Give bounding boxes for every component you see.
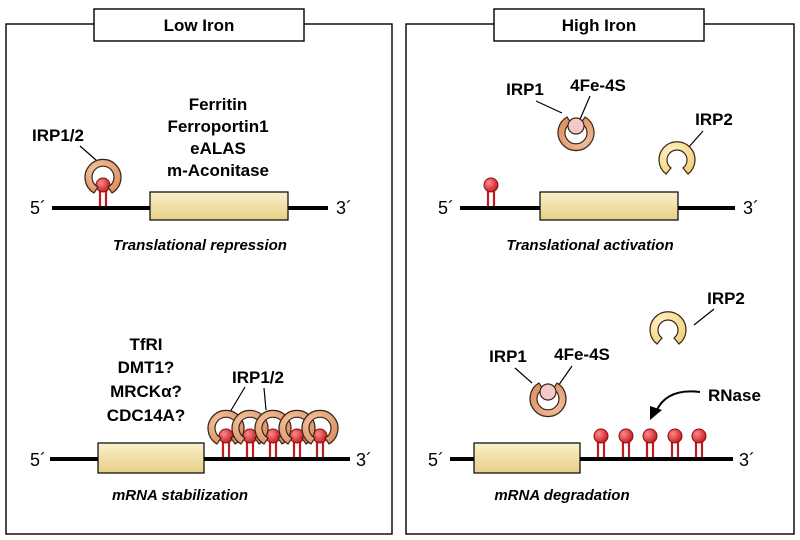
five-prime-low-top: 5´: [30, 198, 46, 218]
high-bottom-section: IRP2 IRP1 4Fe-4S RNase 5´ 3´ mRNA degra: [428, 289, 761, 504]
iron-sulfur-cluster-bottom: [539, 383, 557, 401]
gene-m-aconitase: m-Aconitase: [167, 161, 269, 180]
gene-ferritin: Ferritin: [189, 95, 248, 114]
irp2-label: IRP2: [695, 110, 733, 129]
irp2-pointer: [687, 130, 704, 149]
caption-mrna-degradation: mRNA degradation: [494, 487, 629, 504]
gene-dmt1: DMT1?: [118, 358, 175, 377]
irp1-label: IRP1: [506, 80, 544, 99]
cds-high-bottom: [473, 442, 581, 474]
high-iron-frame: [405, 23, 795, 535]
low-iron-title-box: [93, 8, 305, 42]
irp2-label-bottom: IRP2: [707, 289, 745, 308]
gene-tfri: TfRI: [129, 335, 162, 354]
rnase-arrow: [655, 390, 701, 413]
five-prime-low-bottom: 5´: [30, 450, 46, 470]
low-bottom-section: TfRI DMT1? MRCKα? CDC14A? IRP1/2 5´ 3´ m…: [30, 335, 372, 504]
gene-ferroportin1: Ferroportin1: [167, 117, 268, 136]
irp1-pointer-bottom: [514, 367, 533, 384]
irp12-label-bottom: IRP1/2: [232, 368, 284, 387]
caption-translational-activation: Translational activation: [506, 237, 673, 254]
high-iron-title: High Iron: [562, 16, 637, 35]
rnase-arrowhead: [650, 406, 662, 420]
five-prime-high-top: 5´: [438, 198, 454, 218]
three-prime-high-bottom: 3´: [739, 450, 755, 470]
irp1-label-bottom: IRP1: [489, 347, 527, 366]
three-prime-high-top: 3´: [743, 198, 759, 218]
cds-low-top: [149, 191, 289, 221]
high-iron-panel: High Iron IRP1 4Fe-4S IRP2 5´ 3´ Transla…: [405, 8, 795, 535]
three-prime-low-bottom: 3´: [356, 450, 372, 470]
cluster-label: 4Fe-4S: [570, 76, 626, 95]
high-top-section: IRP1 4Fe-4S IRP2 5´ 3´ Translational act…: [438, 76, 759, 254]
irp12-label: IRP1/2: [32, 126, 84, 145]
irp1-pointer: [535, 100, 563, 114]
rnase-label: RNase: [708, 386, 761, 405]
three-prime-low-top: 3´: [336, 198, 352, 218]
cluster-label-bottom: 4Fe-4S: [554, 345, 610, 364]
low-iron-title: Low Iron: [164, 16, 235, 35]
low-iron-panel: Low Iron Ferritin Ferroportin1 eALAS m-A…: [5, 8, 393, 535]
five-prime-high-bottom: 5´: [428, 450, 444, 470]
iron-sulfur-cluster: [567, 117, 585, 135]
gene-ealas: eALAS: [190, 139, 246, 158]
caption-translational-repression: Translational repression: [113, 237, 287, 254]
cds-high-top: [539, 191, 679, 221]
gene-mrcka: MRCKα?: [110, 382, 182, 401]
caption-mrna-stabilization: mRNA stabilization: [112, 487, 248, 504]
cds-low-bottom: [97, 442, 205, 474]
high-iron-title-box: [493, 8, 705, 42]
gene-cdc14a: CDC14A?: [107, 406, 185, 425]
low-top-section: Ferritin Ferroportin1 eALAS m-Aconitase …: [30, 95, 352, 254]
irp12-pointer: [79, 145, 97, 161]
irp12-pointer-bottom-2: [263, 387, 267, 411]
irp12-pointer-bottom-1: [229, 386, 246, 413]
irp2-pointer-bottom: [693, 308, 715, 326]
